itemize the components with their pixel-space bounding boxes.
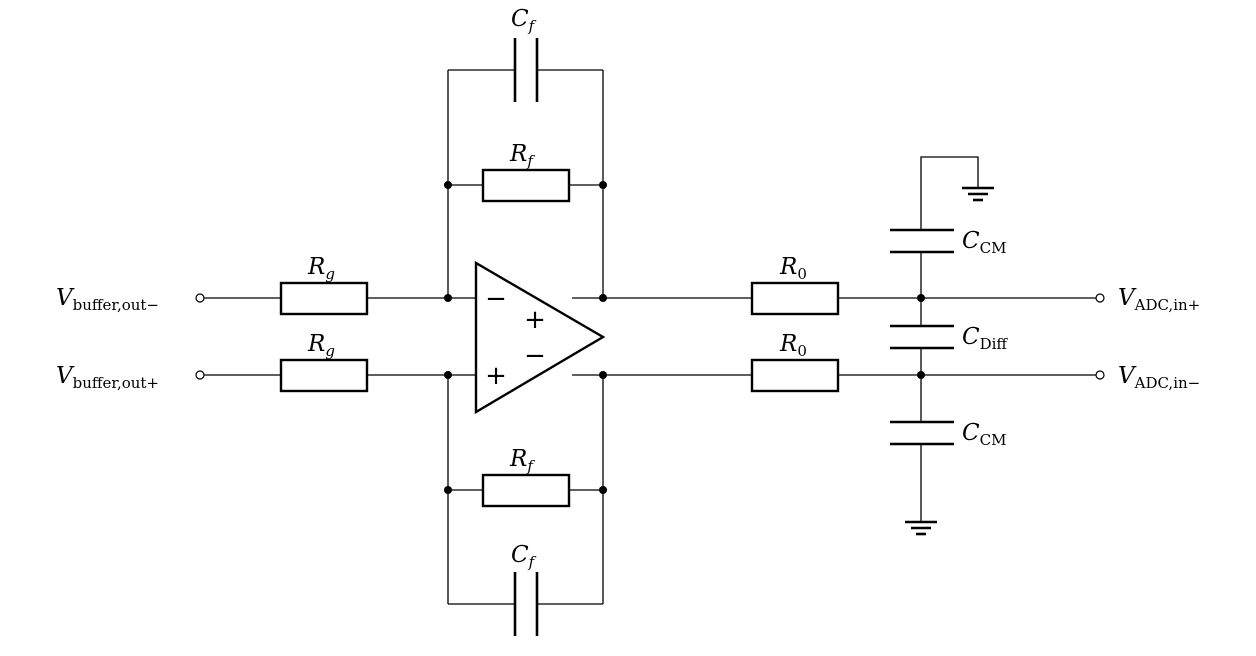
junction-dot <box>599 181 607 189</box>
ground-icon-top <box>962 186 994 202</box>
junction-dot <box>444 294 452 302</box>
resistor-r0-bottom <box>750 358 840 393</box>
label-ccm-bottom: CCM <box>962 420 1006 449</box>
label-rg-top: Rg <box>307 254 335 283</box>
junction-dot <box>444 371 452 379</box>
junction-dot <box>444 181 452 189</box>
label-rf-top: Rf <box>509 141 535 170</box>
opamp-output-plus-sign: + <box>524 305 546 335</box>
label-vadc-in-plus: VADC,in+ <box>1118 285 1200 314</box>
junction-dot <box>599 294 607 302</box>
label-cf-bottom: Cf <box>511 542 537 571</box>
junctions <box>444 181 925 494</box>
junction-dot <box>917 294 925 302</box>
label-rg-bottom: Rg <box>307 331 335 360</box>
label-cf-top: Cf <box>511 6 537 35</box>
label-ccm-top: CCM <box>962 228 1006 257</box>
opamp-input-plus-sign: + <box>485 361 507 391</box>
resistor-rg-bottom <box>279 358 369 393</box>
junction-dot <box>599 371 607 379</box>
resistor-rg-top <box>279 281 369 316</box>
capacitor-cdiff <box>890 324 954 350</box>
label-r0-bottom: R0 <box>779 331 807 360</box>
terminal-output-plus <box>1095 293 1105 303</box>
capacitor-cf-bottom <box>513 572 539 636</box>
ground-icon-bottom <box>905 520 937 536</box>
resistor-r0-top <box>750 281 840 316</box>
label-vadc-in-minus: VADC,in− <box>1118 363 1200 392</box>
label-r0-top: R0 <box>779 254 807 283</box>
resistor-rf-bottom <box>481 473 571 508</box>
label-cdiff: CDiff <box>962 324 1008 353</box>
opamp-input-minus-sign: − <box>485 284 507 314</box>
wires <box>204 69 1096 605</box>
junction-dot <box>917 371 925 379</box>
label-vbuffer-out-minus: Vbuffer,out− <box>56 285 159 314</box>
junction-dot <box>444 486 452 494</box>
capacitor-ccm-bottom <box>890 420 954 446</box>
capacitor-ccm-top <box>890 228 954 254</box>
terminal-input-plus <box>195 370 205 380</box>
label-vbuffer-out-plus: Vbuffer,out+ <box>56 363 159 392</box>
terminal-output-minus <box>1095 370 1105 380</box>
terminal-input-minus <box>195 293 205 303</box>
capacitor-cf-top <box>513 38 539 102</box>
fully-differential-opamp: − + + − <box>474 260 606 415</box>
label-rf-bottom: Rf <box>509 446 535 475</box>
opamp-output-minus-sign: − <box>524 341 546 371</box>
wire-ground-top <box>920 156 979 230</box>
junction-dot <box>599 486 607 494</box>
resistor-rf-top <box>481 168 571 203</box>
opamp-triangle <box>474 260 606 415</box>
